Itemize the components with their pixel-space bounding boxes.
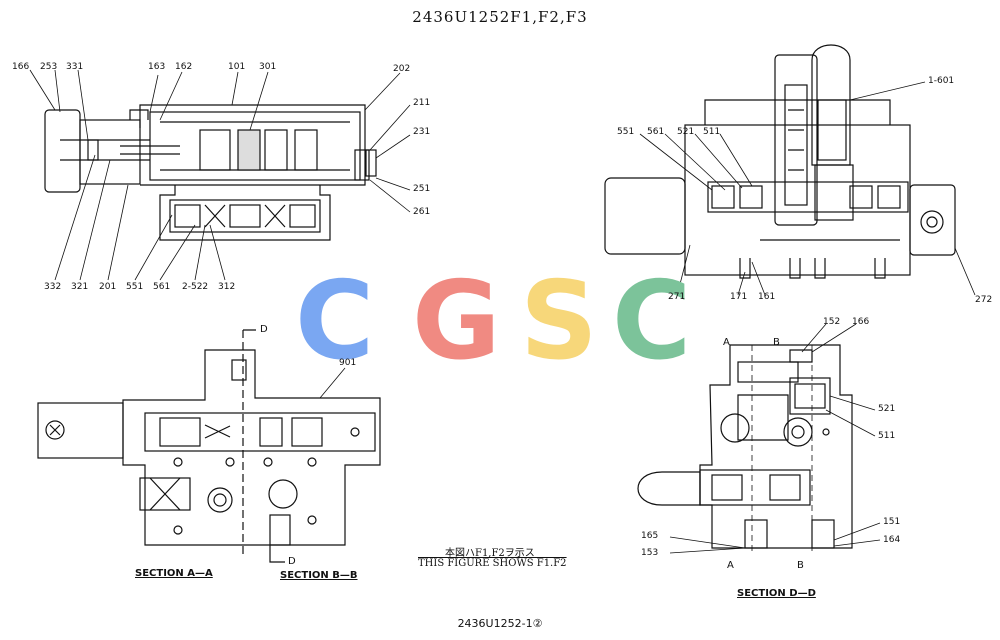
callout-253: 253 bbox=[40, 62, 58, 72]
callout-101: 101 bbox=[228, 62, 246, 72]
callout-551-right: 551 bbox=[617, 127, 635, 137]
section-dd-drawing bbox=[637, 344, 853, 555]
callout-551: 551 bbox=[126, 282, 144, 292]
watermark-letter-c2: C bbox=[612, 259, 692, 384]
callout-331: 331 bbox=[66, 62, 84, 72]
cut-mark-d-bottom: D bbox=[288, 556, 296, 567]
callout-561-right: 561 bbox=[647, 127, 665, 137]
section-aa-bb-drawing bbox=[37, 329, 381, 563]
note-english: THIS FIGURE SHOWS F1.F2 bbox=[418, 558, 567, 569]
drawing-title: 2436U1252F1,F2,F3 bbox=[412, 8, 588, 26]
cut-mark-a-bottom: A bbox=[727, 560, 734, 571]
callout-511-right: 511 bbox=[703, 127, 721, 137]
callout-561: 561 bbox=[153, 282, 171, 292]
longitudinal-section bbox=[44, 104, 377, 241]
cut-mark-b-bottom: B bbox=[797, 560, 804, 571]
watermark-letter-s: S bbox=[520, 259, 598, 384]
callout-511-dd: 511 bbox=[878, 431, 896, 441]
callout-231: 231 bbox=[413, 127, 431, 137]
callout-165: 165 bbox=[641, 531, 659, 541]
watermark-letter-g: G bbox=[412, 259, 501, 384]
callout-171: 171 bbox=[730, 292, 748, 302]
callout-261: 261 bbox=[413, 207, 431, 217]
callout-332: 332 bbox=[44, 282, 62, 292]
pilot-valve-section bbox=[604, 44, 956, 279]
watermark-letter-c1: C bbox=[295, 259, 375, 384]
callout-152: 152 bbox=[823, 317, 841, 327]
callout-521-dd: 521 bbox=[878, 404, 896, 414]
callout-201: 201 bbox=[99, 282, 117, 292]
callout-1-601: 1-601 bbox=[928, 76, 955, 86]
section-bb-label: SECTION B—B bbox=[280, 570, 358, 581]
callout-901: 901 bbox=[339, 358, 357, 368]
callout-251: 251 bbox=[413, 184, 431, 194]
callout-153: 153 bbox=[641, 548, 659, 558]
callout-163: 163 bbox=[148, 62, 166, 72]
drawing-number: 2436U1252-1② bbox=[457, 617, 543, 630]
section-dd-label: SECTION D—D bbox=[737, 588, 816, 599]
callout-312: 312 bbox=[218, 282, 236, 292]
callout-271: 271 bbox=[668, 292, 686, 302]
section-aa-label: SECTION A—A bbox=[135, 568, 213, 579]
callout-166: 166 bbox=[12, 62, 30, 72]
note-japanese: 本図ハF1,F2ヲ示ス bbox=[445, 548, 535, 559]
leaders-top-left bbox=[29, 69, 411, 281]
cut-mark-d-top: D bbox=[260, 324, 268, 335]
callout-211: 211 bbox=[413, 98, 431, 108]
callout-164: 164 bbox=[883, 535, 901, 545]
callout-162: 162 bbox=[175, 62, 193, 72]
callout-2-522: 2-522 bbox=[182, 282, 209, 292]
leaders-bottom-right bbox=[669, 323, 881, 554]
leaders-bottom-left bbox=[319, 367, 346, 399]
callout-321: 321 bbox=[71, 282, 89, 292]
leaders-top-right bbox=[639, 81, 976, 296]
callout-301: 301 bbox=[259, 62, 277, 72]
callout-272: 272 bbox=[975, 295, 993, 305]
cut-mark-a-top: A bbox=[723, 337, 730, 348]
callout-521-right: 521 bbox=[677, 127, 695, 137]
callout-151: 151 bbox=[883, 517, 901, 527]
callout-202: 202 bbox=[393, 64, 411, 74]
cut-mark-b-top: B bbox=[773, 337, 780, 348]
callout-161: 161 bbox=[758, 292, 776, 302]
callout-166-right: 166 bbox=[852, 317, 870, 327]
